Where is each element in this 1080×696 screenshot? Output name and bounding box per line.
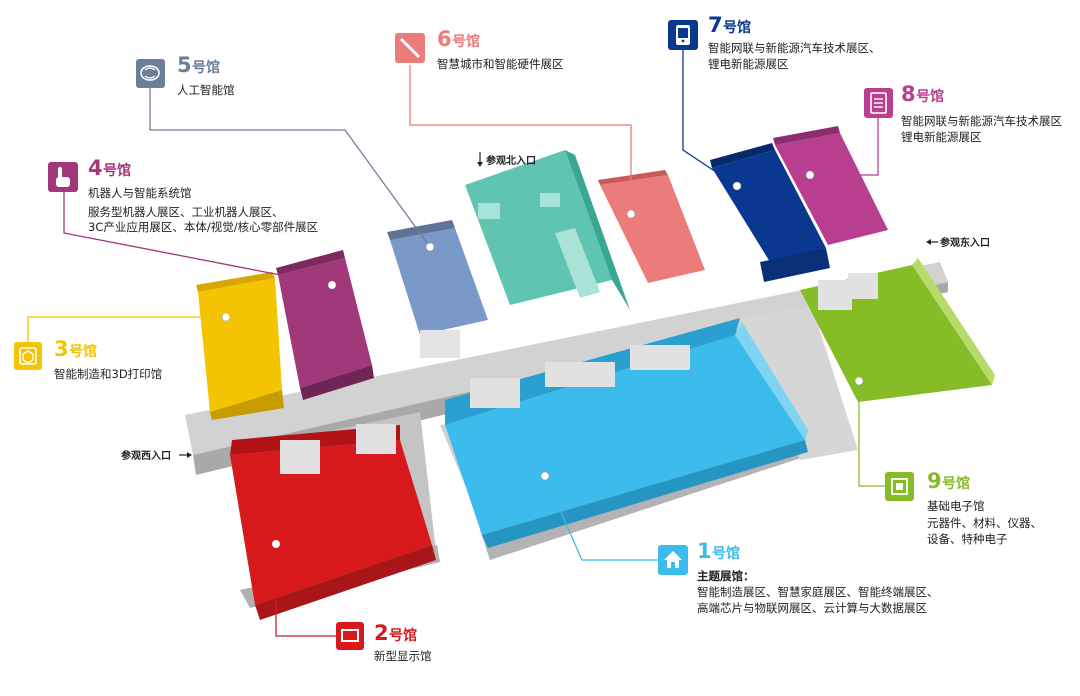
pen-icon — [399, 37, 421, 59]
hall-9-suffix: 号馆 — [942, 475, 970, 492]
marker-hall-4 — [327, 280, 337, 290]
hall-7-suffix: 号馆 — [723, 19, 751, 36]
hall-9-desc-line-2: 元器件、材料、仪器、 — [927, 516, 1042, 530]
hall-3-desc-line-1: 智能制造和3D打印馆 — [54, 367, 162, 381]
hall-8-desc-line-1: 智能网联与新能源汽车技术展区 — [901, 114, 1062, 128]
hall-8-number: 8 — [901, 82, 916, 106]
marker-hall-9 — [854, 376, 864, 386]
hall-6-desc-line-1: 智慧城市和智能硬件展区 — [437, 57, 564, 71]
entrance-north[interactable]: 参观北入口 — [477, 152, 536, 167]
hall-5-number: 5 — [177, 53, 192, 77]
hall-4-badge[interactable] — [48, 162, 78, 192]
hall-2-suffix: 号馆 — [389, 627, 417, 644]
hall-3-suffix: 号馆 — [69, 343, 97, 360]
hall-2-desc-line-1: 新型显示馆 — [374, 649, 432, 663]
hall-9-block[interactable] — [800, 258, 995, 402]
hall-1-desc-line-3: 高端芯片与物联网展区、云计算与大数据展区 — [697, 601, 927, 615]
hall-4-desc-line-2: 服务型机器人展区、工业机器人展区、 — [88, 205, 284, 219]
hall-8-suffix: 号馆 — [916, 88, 944, 105]
connector-hall-5 — [149, 88, 431, 248]
hall-8-badge[interactable] — [864, 88, 893, 118]
hall-7-desc-line-2: 锂电新能源展区 — [708, 57, 789, 71]
hall-7-desc-line-1: 智能网联与新能源汽车技术展区、 — [708, 41, 881, 55]
hall-6-number: 6 — [437, 27, 452, 51]
hall-7-badge[interactable] — [668, 20, 698, 50]
marker-hall-3 — [221, 312, 231, 322]
marker-hall-1 — [540, 471, 550, 481]
connector-hall-4 — [63, 192, 333, 286]
hall-4-number: 4 — [88, 156, 103, 180]
hall-4-block[interactable] — [276, 250, 374, 400]
hall-6-block[interactable] — [465, 150, 705, 310]
house-icon — [664, 551, 682, 568]
hall-5-desc-line-1: 人工智能馆 — [177, 83, 235, 97]
hall-5-suffix: 号馆 — [192, 59, 220, 76]
hall-1-number: 1 — [697, 539, 712, 563]
marker-hall-7 — [732, 181, 742, 191]
hall-5-badge[interactable] — [136, 59, 165, 88]
marker-hall-2 — [271, 539, 281, 549]
hall-1-badge[interactable] — [658, 545, 688, 575]
hall-6-badge[interactable] — [395, 33, 425, 63]
connector-hall-7 — [682, 50, 738, 187]
hall-3-badge[interactable] — [14, 342, 42, 370]
hall-3-block[interactable] — [196, 272, 284, 420]
hall-9-number: 9 — [927, 469, 942, 493]
phone-icon — [676, 25, 690, 45]
hall-1-desc-line-2: 智能制造展区、智慧家庭展区、智能终端展区、 — [697, 585, 939, 599]
hall-1-desc-line-1: 主题展馆： — [697, 569, 755, 583]
hall-5-block[interactable] — [387, 220, 488, 358]
hall-7-block[interactable] — [710, 143, 830, 282]
hall-1-block[interactable] — [445, 318, 808, 548]
hand-pointer-icon — [56, 167, 70, 187]
entrance-west[interactable]: 参观西入口 — [121, 449, 192, 462]
marker-hall-5 — [425, 242, 435, 252]
chip-icon — [891, 478, 908, 495]
connector-hall-6 — [409, 65, 632, 214]
connector-hall-3 — [27, 316, 226, 342]
hall-7-number: 7 — [708, 13, 723, 37]
hall-2-block[interactable] — [230, 424, 436, 620]
hall-2-badge[interactable] — [336, 622, 364, 650]
printer-3d-icon — [19, 347, 37, 365]
hall-9-badge[interactable] — [885, 472, 914, 501]
hall-8-desc-line-2: 锂电新能源展区 — [901, 130, 982, 144]
connector-hall-2 — [275, 544, 336, 637]
marker-hall-8 — [805, 170, 815, 180]
document-icon — [870, 92, 887, 114]
hall-8-block[interactable] — [773, 126, 888, 245]
hall-4-desc-line-1: 机器人与智能系统馆 — [88, 186, 192, 200]
entrance-north-label: 参观北入口 — [486, 154, 536, 167]
hall-4-desc-line-3: 3C产业应用展区、本体/视觉/核心零部件展区 — [88, 220, 318, 234]
hall-3-number: 3 — [54, 337, 69, 361]
connector-hall-8 — [810, 118, 879, 176]
hall-9-desc-line-1: 基础电子馆 — [927, 499, 985, 513]
hall-4-suffix: 号馆 — [103, 162, 131, 179]
connector-hall-1 — [544, 475, 658, 561]
hall-markers — [221, 170, 864, 549]
connector-lines — [27, 50, 885, 637]
entrance-east[interactable]: 参观东入口 — [926, 236, 990, 249]
entrance-east-label: 参观东入口 — [940, 236, 990, 249]
hall-2-number: 2 — [374, 621, 389, 645]
brain-icon — [140, 65, 160, 81]
hall-1-suffix: 号馆 — [712, 545, 740, 562]
connector-hall-9 — [858, 381, 885, 487]
hall-6-suffix: 号馆 — [452, 33, 480, 50]
marker-hall-6 — [626, 209, 636, 219]
entrance-west-label: 参观西入口 — [121, 449, 171, 462]
display-icon — [341, 629, 359, 642]
hall-9-desc-line-3: 设备、特种电子 — [927, 532, 1008, 546]
